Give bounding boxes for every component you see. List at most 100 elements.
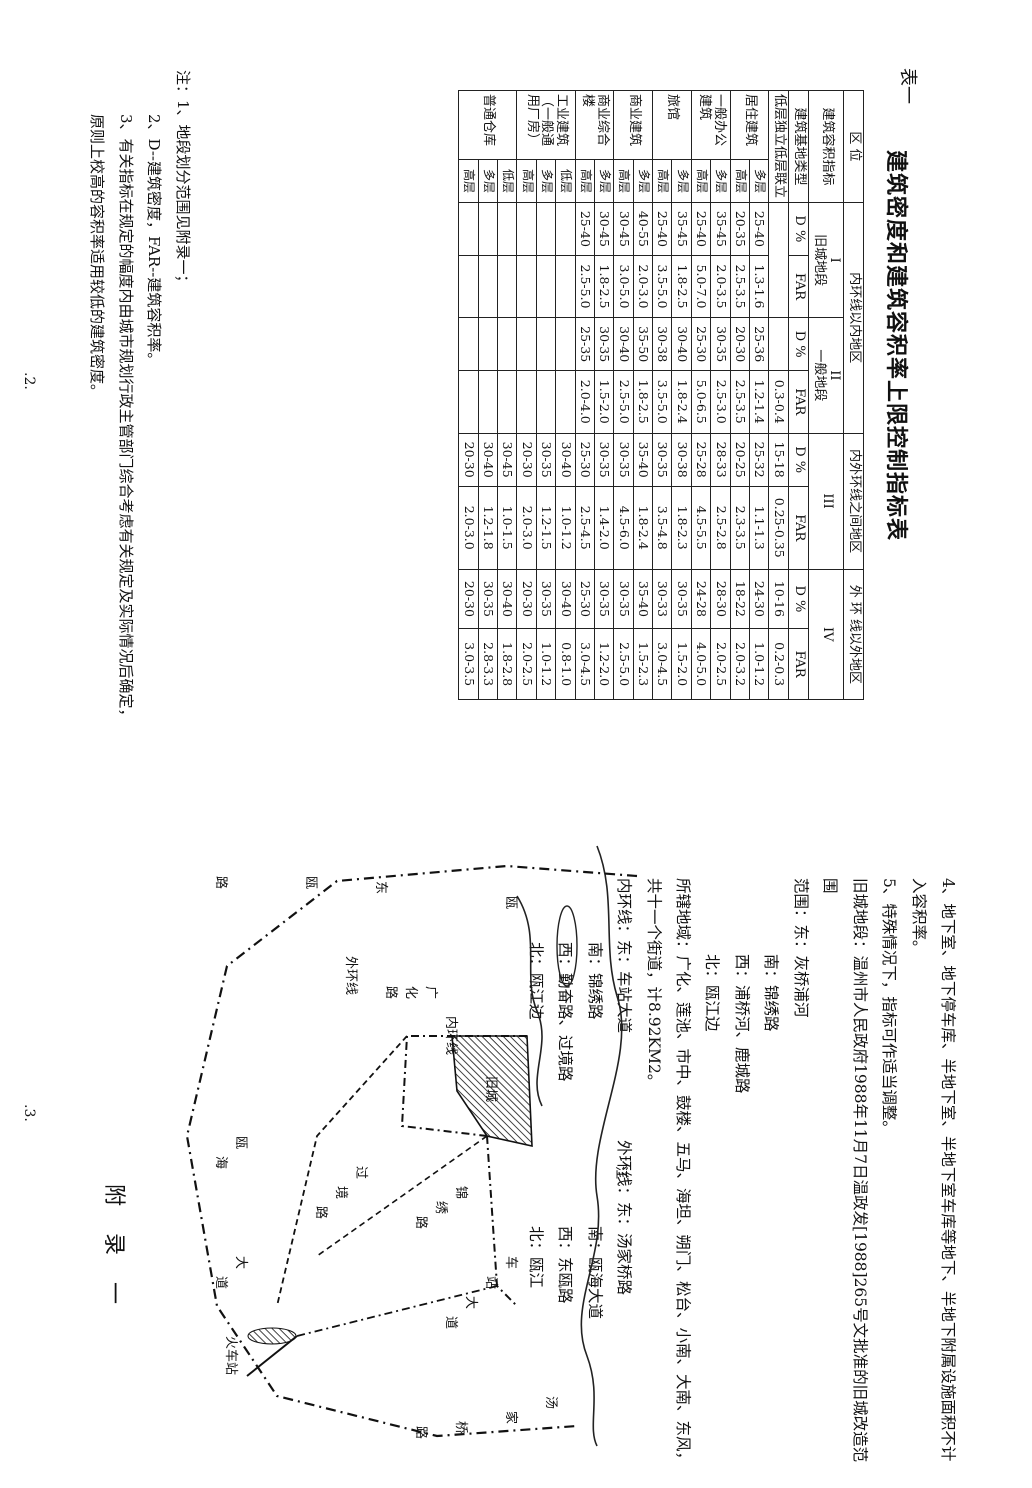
d-header: D % (788, 433, 809, 487)
row-subtype: 多层 (710, 159, 731, 203)
table-cell: 30-45 (613, 202, 634, 256)
map-label: 站 (483, 1276, 498, 1289)
row-subtype: 多层 (749, 159, 769, 203)
table-cell: 35-45 (710, 202, 731, 256)
map-label: 路 (413, 1216, 429, 1229)
far-header: FAR (788, 255, 809, 318)
table-cell (478, 202, 498, 256)
note-2: 2、D--建筑密度，FAR--建筑容积率。 (145, 114, 164, 368)
row-subtype: 低层 (497, 159, 517, 203)
old-city-east: 范围：东：灰桥浦河 (791, 878, 810, 1018)
table-cell (768, 317, 789, 371)
table-cell (458, 255, 479, 318)
mid-header: 内外环线之间地区 (843, 433, 864, 570)
appendix-page: 4、地下室、地下停车库、半地下室、半地下室车库等地下、半地下附属设施面积不计入容… (0, 744, 1032, 1488)
table-notes: 注：1、地段划分范围见附录一； 2、D--建筑密度，FAR--建筑容积率。 3、… (83, 70, 197, 730)
z4-header: IV (808, 569, 844, 700)
map-label: 瓯 (503, 896, 518, 909)
type-label: 建筑基地类型 (788, 90, 809, 203)
old-city-south: 南：锦绣路 (762, 954, 781, 1032)
map-label: 绣 (433, 1201, 448, 1214)
table-cell: 30-40 (555, 433, 576, 487)
map-label: 大 (463, 1296, 478, 1309)
table-cell: 25-30 (575, 569, 595, 629)
table-cell: 3.5-5.0 (652, 370, 672, 434)
table-cell: 35-50 (633, 317, 653, 371)
table-cell: 4.5-5.5 (691, 486, 711, 570)
table-cell: 2.5-3.0 (710, 370, 731, 434)
table-cell: 2.5-2.8 (710, 486, 731, 570)
table-cell: 25-30 (691, 317, 711, 371)
table-cell: 1.8-2.3 (671, 486, 692, 570)
old-city-area (451, 1035, 533, 1148)
map-label: 瓯 (303, 876, 318, 889)
map-label: 路 (413, 1426, 429, 1439)
row-header: 商业建筑 (613, 90, 653, 160)
table-cell: 30-38 (671, 433, 692, 487)
table-cell: 30-35 (478, 569, 498, 629)
table-cell: 25-40 (575, 202, 595, 256)
row-subtype: 多层 (633, 159, 653, 203)
row-subtype: 高层 (730, 159, 750, 203)
table-cell: 30-35 (536, 569, 556, 629)
table-cell: 30-38 (652, 317, 672, 371)
z3-header: III (808, 433, 844, 570)
map-label: 路 (383, 986, 399, 999)
row-header: 商业综合楼 (575, 90, 614, 160)
row-header: 一般办公建筑 (691, 90, 731, 160)
table-cell: 1.0-1.5 (497, 486, 517, 570)
table-cell: 2.0-3.5 (710, 255, 731, 318)
old-city-west: 西：浦桥河、鹿城路 (732, 954, 751, 1094)
row-subtype: 高层 (516, 159, 537, 203)
table-cell: 20-30 (730, 317, 750, 371)
table-cell: 1.4-2.0 (594, 486, 614, 570)
table-cell: 1.2-1.8 (478, 486, 498, 570)
map-label: 道 (213, 1276, 228, 1289)
table-cell: 30-35 (613, 569, 634, 629)
table-cell: 4.0-5.0 (691, 628, 711, 700)
table-cell: 0.25-0.35 (768, 486, 789, 570)
table-cell: 2.0-4.0 (575, 370, 595, 434)
old-city: 旧城地段：温州市人民政府1988年11月7日温政发[1988]265号文批准的旧… (821, 878, 869, 1463)
map-label: 海 (213, 1156, 228, 1169)
table-cell: 30-35 (594, 317, 614, 371)
table-cell: 5.0-7.0 (691, 255, 711, 318)
map-label: 汤 (543, 1396, 558, 1409)
note-3: 3、有关指标在规定的幅度内由城市规划行政主管部门综合考虑有关规定及实际情况后确定… (88, 114, 136, 724)
table-cell: 30-35 (652, 433, 672, 487)
table-cell: 1.2-2.0 (594, 628, 614, 700)
table-cell: 2.0-3.0 (458, 486, 479, 570)
table-cell (497, 255, 517, 318)
table-cell: 1.0-1.2 (749, 628, 769, 700)
row-header: 旅馆 (652, 90, 692, 160)
map-label: 外环线 (343, 956, 358, 995)
row-header: 居住建筑 (730, 90, 769, 160)
map-label: 化 (403, 986, 418, 999)
row-subtype: 高层 (458, 159, 479, 203)
table-cell: 15-18 (768, 433, 789, 487)
note-1: 注：1、地段划分范围见附录一； (174, 70, 192, 290)
table-cell: 4.5-6.0 (613, 486, 634, 570)
table-cell: 20-35 (730, 202, 750, 256)
table-cell: 5.0-6.5 (691, 370, 711, 434)
table-cell (497, 317, 517, 371)
far-header: FAR (788, 486, 809, 570)
table-cell (768, 202, 789, 318)
map-label: 东 (373, 881, 388, 894)
table-cell (536, 317, 556, 371)
table-cell: 1.5-2.0 (594, 370, 614, 434)
map-label: 桥 (453, 1421, 468, 1434)
road-1 (276, 1035, 408, 1307)
row-header: 工业建筑（一般通用厂房） (516, 90, 576, 160)
far-header: FAR (788, 370, 809, 434)
